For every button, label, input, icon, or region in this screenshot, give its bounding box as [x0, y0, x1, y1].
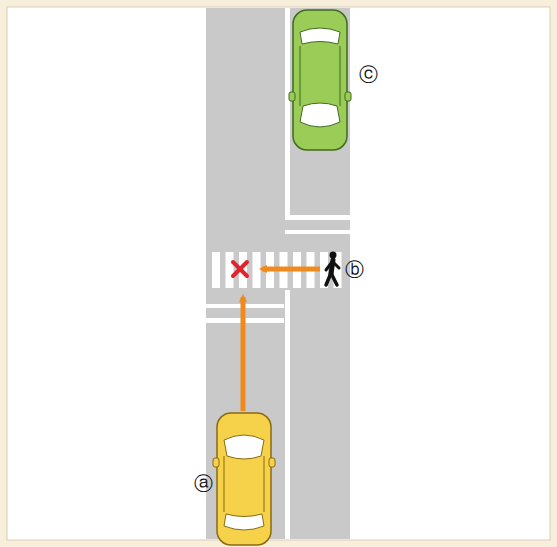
car-c: [289, 10, 351, 150]
car-a: [213, 413, 275, 545]
crosswalk-stripe: [212, 252, 220, 288]
crosswalk-stripe: [226, 252, 234, 288]
stop-line: [285, 215, 350, 220]
collision-mark: [233, 262, 247, 276]
frame: [7, 7, 550, 540]
crosswalk: [210, 250, 346, 290]
callout-letter: ⓐ: [194, 474, 213, 493]
crosswalk-stripe: [253, 252, 261, 288]
crosswalk-edge: [285, 230, 350, 234]
pedestrian-path-arrow: [262, 267, 320, 272]
callout-letter: ⓑ: [345, 260, 364, 279]
center-line: [285, 290, 290, 539]
car-path-arrow: [241, 297, 246, 411]
center-line: [285, 8, 290, 220]
pedestrian: [326, 252, 339, 286]
callout-letter: ⓒ: [359, 65, 378, 84]
